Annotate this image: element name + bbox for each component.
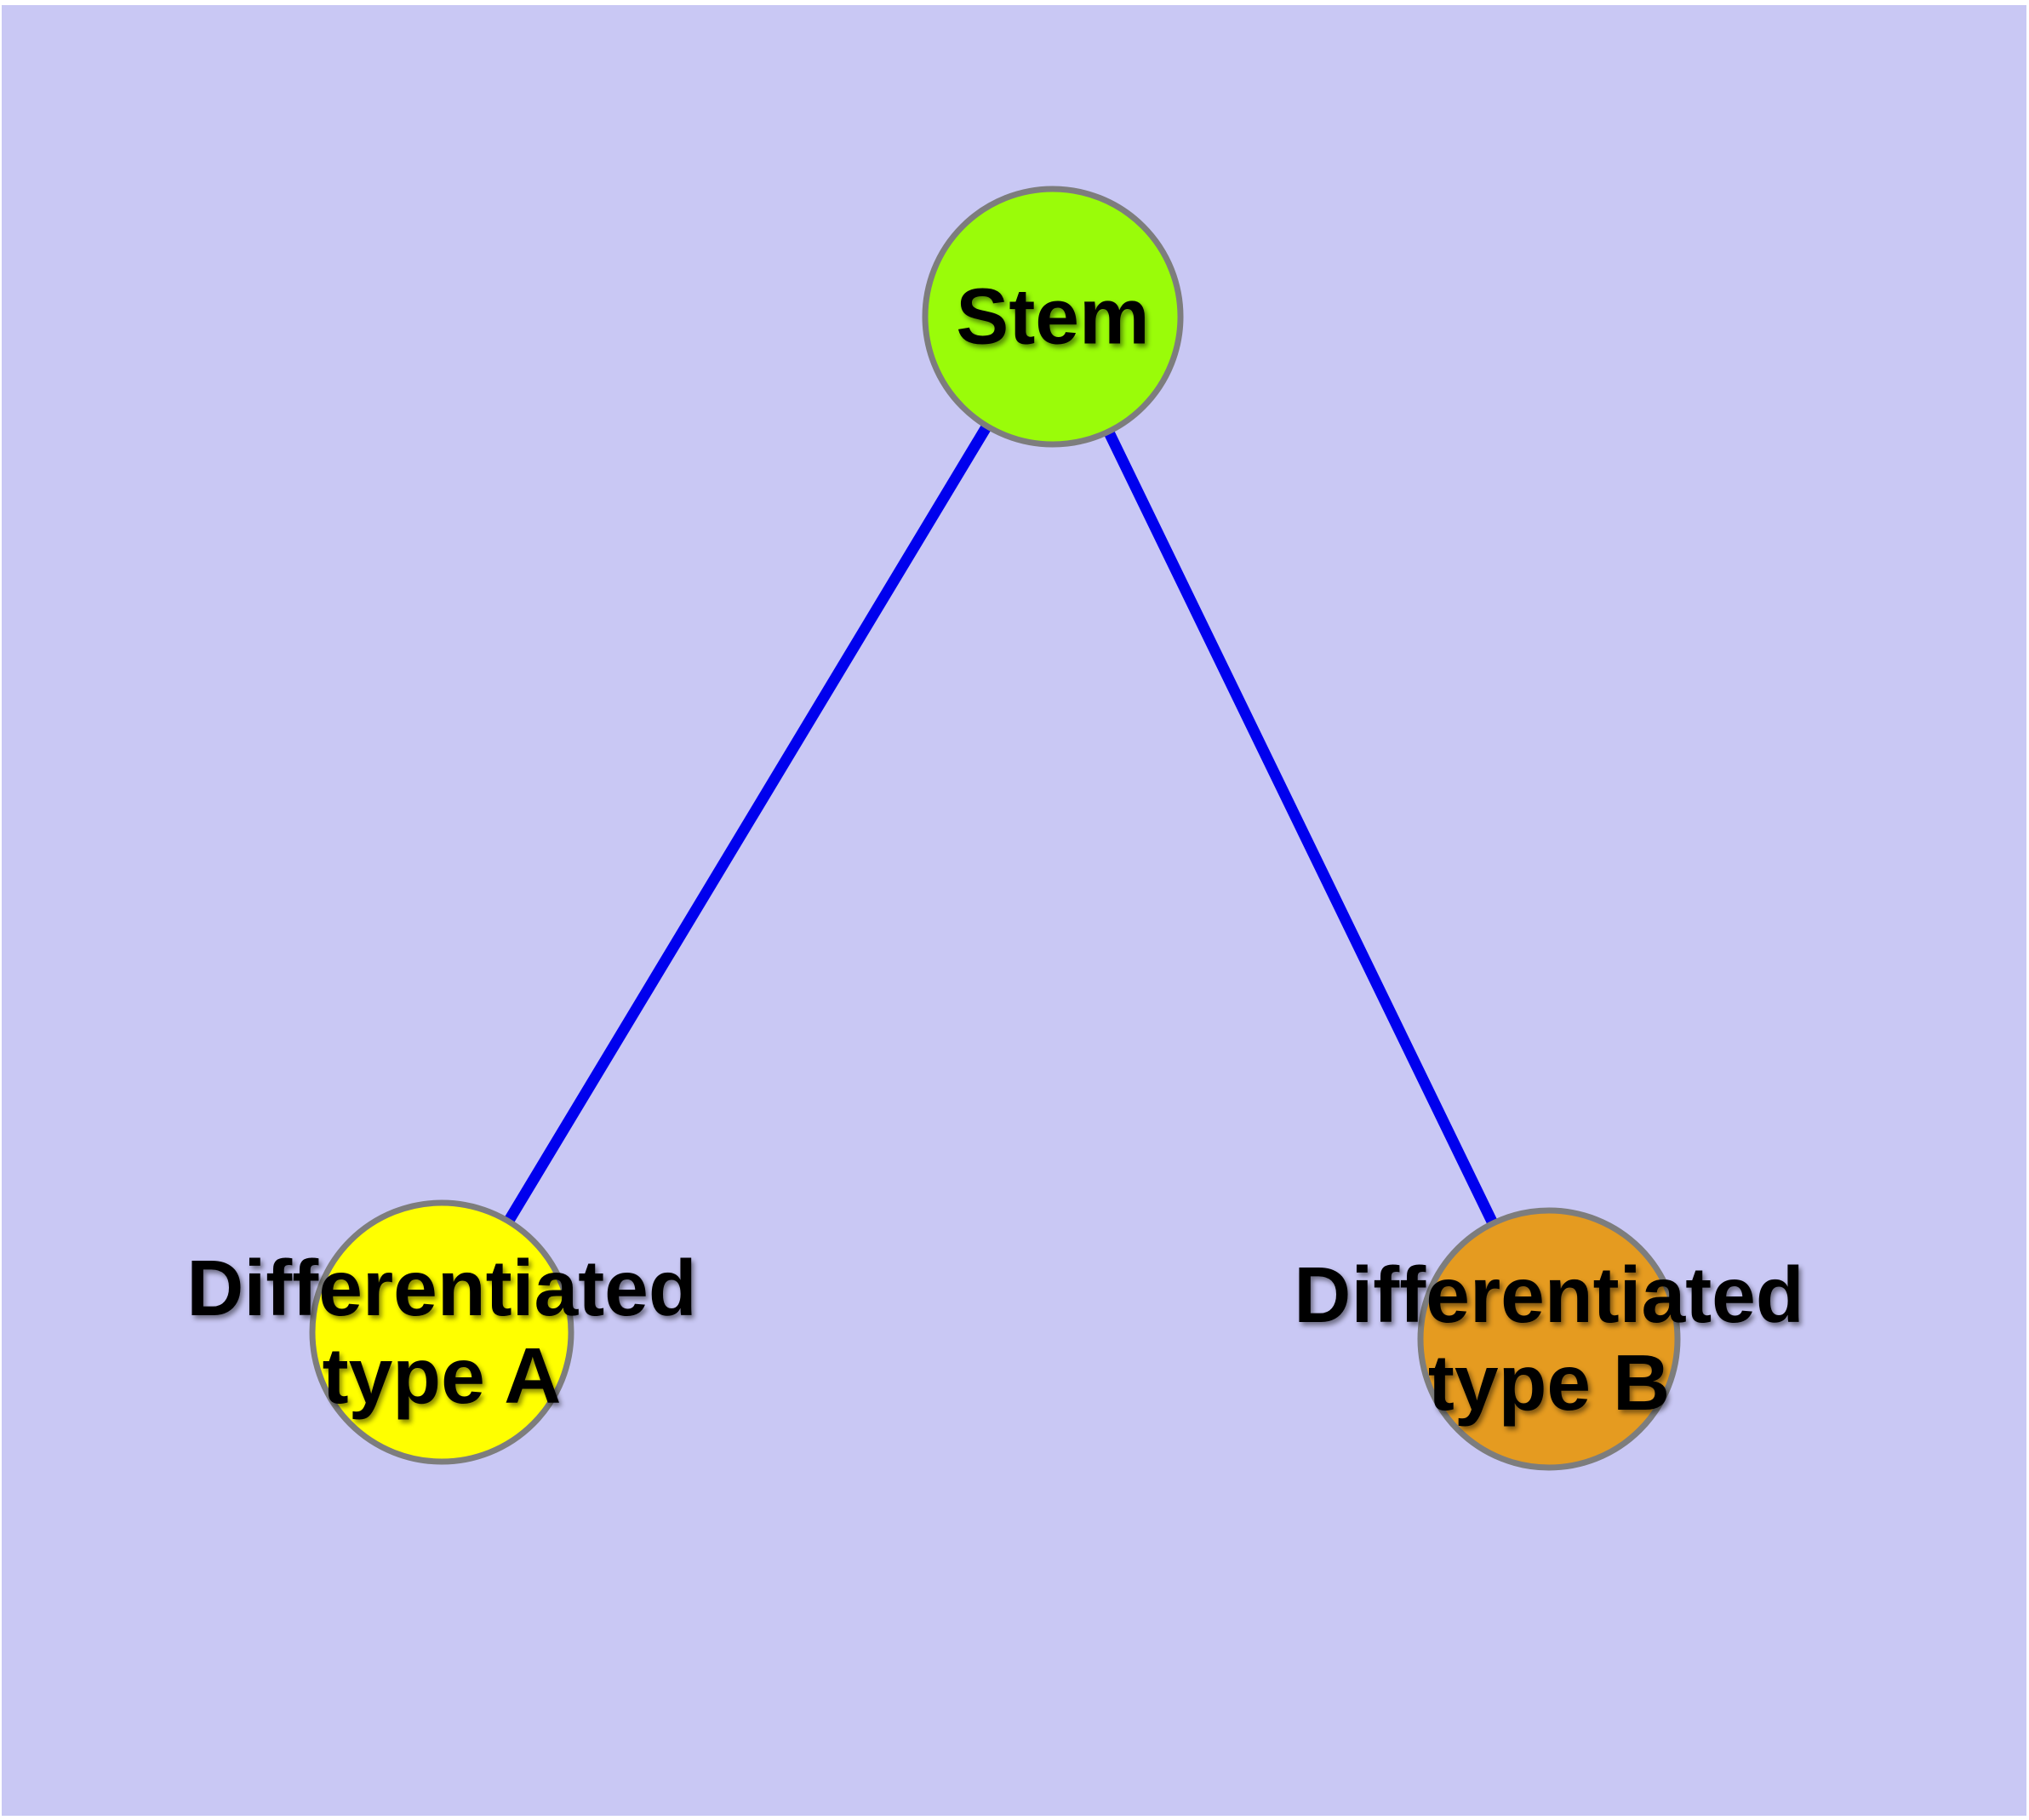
edge-stem-to-type-b <box>1048 314 1554 1342</box>
node-type-b <box>1417 1207 1681 1471</box>
node-type-a <box>309 1199 574 1465</box>
edge-stem-to-type-a <box>437 313 1058 1336</box>
node-stem <box>922 186 1184 448</box>
